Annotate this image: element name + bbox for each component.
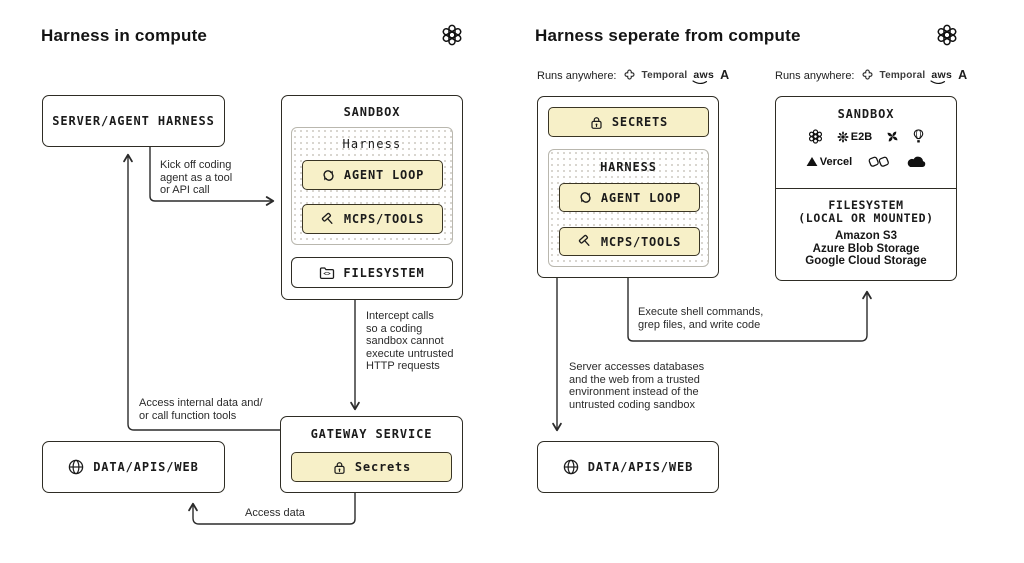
aws-icon: aws <box>692 69 715 84</box>
server-agent-harness-label: SERVER/AGENT HARNESS <box>52 114 215 128</box>
sandbox-provider-row-1: E2B <box>776 129 956 144</box>
right-mcps-tools-label: MCPS/TOOLS <box>600 234 682 249</box>
left-mcps-tools-label: MCPS/TOOLS <box>343 212 425 226</box>
intercept-annotation: Intercept calls so a coding sandbox cann… <box>366 310 454 373</box>
vercel-icon: Vercel <box>806 156 852 168</box>
left-mcps-tools-button: MCPS/TOOLS <box>302 204 443 234</box>
right-agent-loop-button: AGENT LOOP <box>559 183 700 212</box>
gateway-service-title: GATEWAY SERVICE <box>310 427 433 441</box>
temporal-icon <box>861 69 874 82</box>
refresh-loop-icon <box>321 168 336 183</box>
right-sandbox-title: SANDBOX <box>837 107 895 121</box>
right-filesystem-title: FILESYSTEM (LOCAL OR MOUNTED) <box>798 198 934 226</box>
hot-air-balloon-icon <box>913 129 924 144</box>
temporal-label: Temporal <box>879 70 926 81</box>
left-filesystem-label: FILESYSTEM <box>343 265 425 280</box>
anthropic-icon: A <box>958 68 968 83</box>
pinwheel-icon <box>886 130 899 143</box>
folder-code-icon: <> <box>319 266 335 280</box>
runs-anywhere-row-sandbox: Runs anywhere: Temporal aws A <box>775 68 968 84</box>
openai-logo-icon <box>441 24 463 46</box>
server-agent-harness-box: SERVER/AGENT HARNESS <box>42 95 225 147</box>
svg-text:<>: <> <box>324 270 332 277</box>
left-data-apis-web-label: DATA/APIS/WEB <box>93 460 199 474</box>
right-mcps-tools-button: MCPS/TOOLS <box>559 227 700 256</box>
right-harness-dotted-box: HARNESS AGENT LOOP <box>548 149 709 267</box>
gateway-secrets-button: Secrets <box>291 452 452 482</box>
right-harness-container-box: SECRETS HARNESS AGENT LOOP <box>537 96 719 278</box>
tilted-squares-icon <box>867 154 891 169</box>
left-filesystem-box: <> FILESYSTEM <box>291 257 453 288</box>
temporal-label: Temporal <box>641 70 688 81</box>
e2b-label: E2B <box>850 130 873 143</box>
access-internal-annotation: Access internal data and/ or call functi… <box>139 397 263 422</box>
aws-label: aws <box>693 69 715 82</box>
runs-anywhere-row-harness: Runs anywhere: Temporal aws A <box>537 68 730 84</box>
runs-anywhere-label: Runs anywhere: <box>775 69 855 82</box>
refresh-loop-icon <box>578 190 593 205</box>
right-data-apis-web-box: DATA/APIS/WEB <box>537 441 719 493</box>
lock-icon <box>332 460 347 475</box>
hammer-icon <box>578 234 593 249</box>
aws-label: aws <box>931 69 953 82</box>
globe-icon <box>68 459 84 475</box>
hammer-icon <box>321 212 336 227</box>
left-panel-title: Harness in compute <box>41 26 208 45</box>
storage-providers-list: Amazon S3 Azure Blob Storage Google Clou… <box>805 230 927 268</box>
temporal-icon <box>623 69 636 82</box>
access-data-annotation: Access data <box>245 507 305 519</box>
gateway-secrets-label: Secrets <box>354 460 412 474</box>
left-data-apis-web-box: DATA/APIS/WEB <box>42 441 225 493</box>
sandbox-provider-row-2: Vercel <box>776 154 956 169</box>
server-access-annotation: Server accesses databases and the web fr… <box>569 361 705 411</box>
left-agent-loop-button: AGENT LOOP <box>302 160 443 190</box>
globe-icon <box>563 459 579 475</box>
lock-icon <box>589 115 604 130</box>
right-harness-label: HARNESS <box>600 160 657 174</box>
execute-shell-annotation: Execute shell commands, grep files, and … <box>638 306 764 331</box>
openai-logo-icon <box>936 24 958 46</box>
right-secrets-label: SECRETS <box>611 115 669 129</box>
right-secrets-button: SECRETS <box>548 107 709 137</box>
right-sandbox-box: SANDBOX <box>775 96 957 281</box>
e2b-icon: E2B <box>837 131 872 143</box>
aws-icon: aws <box>930 69 953 84</box>
kick-off-annotation: Kick off coding agent as a tool or API c… <box>160 159 233 197</box>
right-agent-loop-label: AGENT LOOP <box>600 190 682 205</box>
left-agent-loop-label: AGENT LOOP <box>343 168 425 182</box>
left-sandbox-title: SANDBOX <box>343 105 401 119</box>
sandbox-divider <box>776 188 956 189</box>
right-data-apis-web-label: DATA/APIS/WEB <box>587 460 694 474</box>
gateway-service-box: GATEWAY SERVICE Secrets <box>280 416 463 493</box>
left-sandbox-box: SANDBOX Harness AGENT LOOP <box>281 95 463 300</box>
runs-anywhere-label: Runs anywhere: <box>537 69 617 82</box>
cloud-icon <box>906 155 926 168</box>
right-panel-title: Harness seperate from compute <box>535 26 801 45</box>
anthropic-icon: A <box>720 68 730 83</box>
vercel-label: Vercel <box>819 155 853 168</box>
openai-logo-icon <box>808 129 823 144</box>
left-harness-dotted-box: Harness AGENT LOOP <box>291 127 453 245</box>
left-harness-label: Harness <box>342 137 402 151</box>
